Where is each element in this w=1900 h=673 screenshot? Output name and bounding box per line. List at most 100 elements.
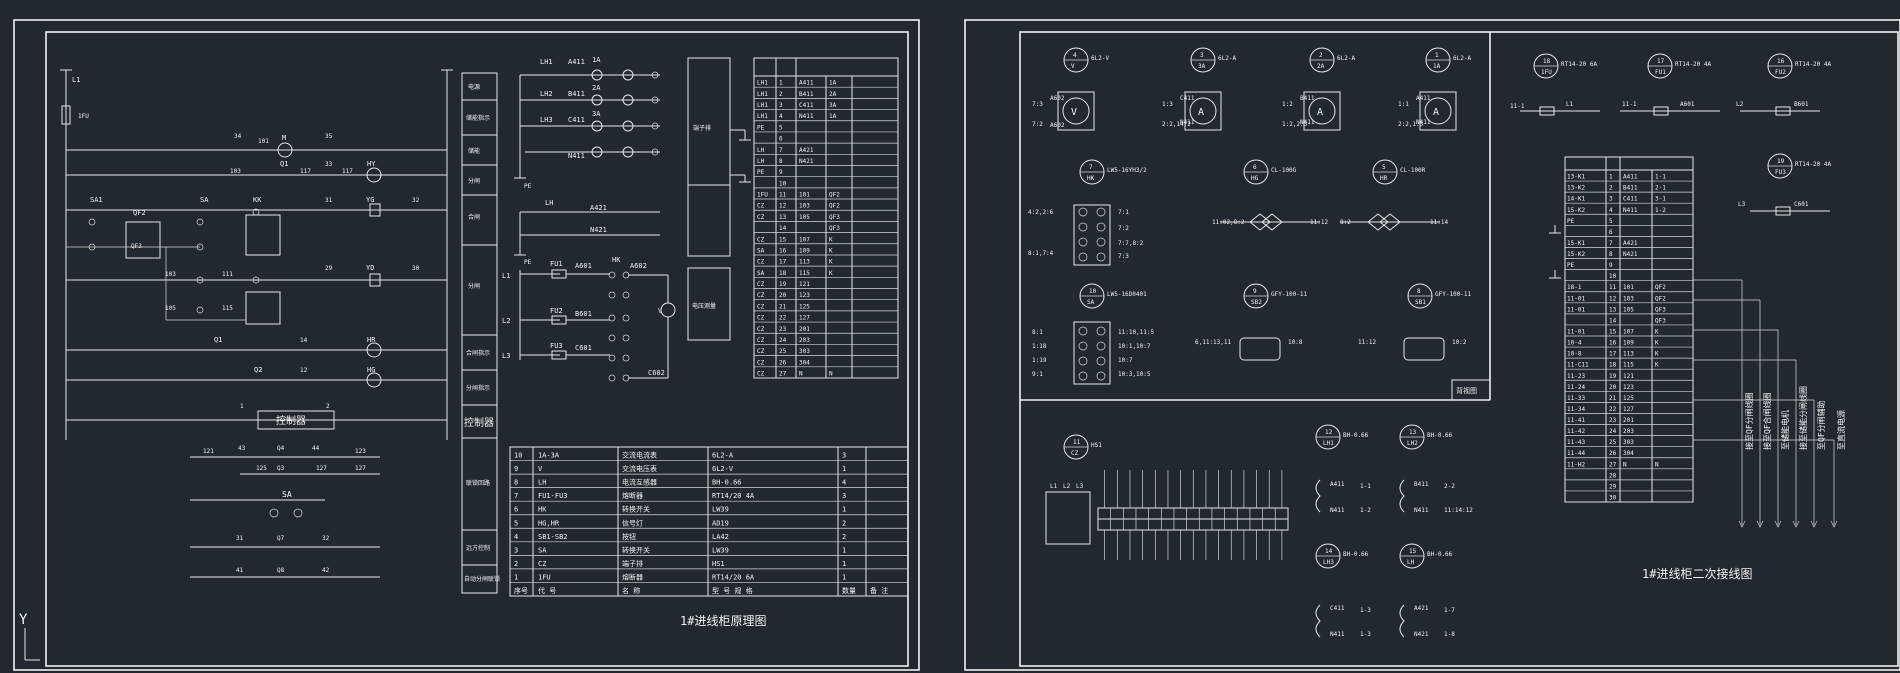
terminal-cell: 12 <box>1609 295 1617 302</box>
svg-text:7:2: 7:2 <box>1032 121 1043 128</box>
svg-text:6L2-V: 6L2-V <box>1091 55 1109 62</box>
svg-text:L3: L3 <box>502 352 510 360</box>
svg-text:117: 117 <box>300 168 311 175</box>
terminal-cell: K <box>1655 362 1659 369</box>
terminal-cell: 18-1 <box>1567 284 1582 291</box>
parts-header-cell: 代 号 <box>538 586 556 595</box>
terminal-cell: 101 <box>1623 284 1634 291</box>
svg-text:B601: B601 <box>1794 101 1809 108</box>
terminal-cell: QF3 <box>829 214 840 221</box>
svg-text:HR: HR <box>367 336 376 344</box>
parts-cell: 9 <box>514 465 518 473</box>
wire-destination-label: 接至储能分闸线圈 <box>1798 386 1808 450</box>
terminal-cell: 22 <box>779 315 787 322</box>
terminal-cell: 9 <box>779 169 783 176</box>
label-l1: L1 <box>72 76 80 84</box>
svg-text:35: 35 <box>325 133 333 140</box>
terminal-cell: 12 <box>779 203 787 210</box>
svg-text:8:1,7:4: 8:1,7:4 <box>1028 250 1054 257</box>
lamp-hg <box>366 372 382 388</box>
svg-text:Q2: Q2 <box>254 366 262 374</box>
terminal-cell: 201 <box>1623 417 1634 424</box>
svg-text:2: 2 <box>1319 52 1323 59</box>
terminal-cell: 23 <box>1609 417 1617 424</box>
svg-text:N411: N411 <box>1414 507 1429 514</box>
terminal-cell: 21 <box>1609 395 1617 402</box>
svg-text:Q8: Q8 <box>277 567 285 574</box>
svg-text:V: V <box>658 307 663 315</box>
terminal-cell: 105 <box>799 214 810 221</box>
ucs-icon: Y <box>19 612 40 661</box>
terminal-cell: 11-C11 <box>1567 362 1589 369</box>
terminal-cell: 11 <box>779 192 787 199</box>
svg-text:111: 111 <box>222 271 233 278</box>
terminal-cell: N411 <box>1623 207 1638 214</box>
terminal-cell: 20 <box>1609 384 1617 391</box>
parts-cell: RT14/20 6A <box>712 573 755 581</box>
terminal-cell: C411 <box>799 102 814 109</box>
svg-text:117: 117 <box>342 168 353 175</box>
svg-text:11:02,8:2: 11:02,8:2 <box>1212 219 1245 226</box>
parts-cell: RT14/20 4A <box>712 492 755 500</box>
right-sheet-title: 1#进线柜二次接线图 <box>1642 566 1752 581</box>
parts-cell: 10 <box>514 452 522 460</box>
svg-text:127: 127 <box>355 465 366 472</box>
svg-text:121: 121 <box>203 448 214 455</box>
svg-text:PE: PE <box>524 259 532 266</box>
terminal-cell: QF2 <box>829 192 840 199</box>
svg-text:A: A <box>1433 107 1439 118</box>
sidebar-label-10: 远方控制 <box>466 544 490 552</box>
svg-text:11:10,11:5: 11:10,11:5 <box>1118 329 1155 336</box>
svg-text:SA: SA <box>282 490 292 499</box>
svg-text:N411: N411 <box>1330 631 1345 638</box>
motor-m <box>277 142 293 158</box>
terminal-cell: 113 <box>1623 351 1634 358</box>
svg-text:6L2-A: 6L2-A <box>1453 55 1471 62</box>
terminal-cell: 127 <box>799 315 810 322</box>
terminal-cell: 1A <box>829 80 837 87</box>
svg-text:RT14-20 4A: RT14-20 4A <box>1675 61 1712 68</box>
terminal-cell: K <box>1655 351 1659 358</box>
terminal-cell: 11-01 <box>1567 306 1585 313</box>
svg-text:44: 44 <box>312 445 320 452</box>
terminal-cell: LH1 <box>757 91 768 98</box>
parts-cell: 5 <box>514 519 518 527</box>
terminal-cell: 304 <box>799 359 810 366</box>
terminal-cell: 115 <box>799 270 810 277</box>
svg-text:M: M <box>282 134 286 142</box>
wire-destination-label: 接至QF合闸线圈 <box>1762 392 1772 450</box>
svg-text:N411: N411 <box>1180 119 1195 126</box>
switch-contacts-left <box>88 208 260 314</box>
svg-text:N421: N421 <box>1414 631 1429 638</box>
svg-text:10: 10 <box>1089 288 1097 295</box>
svg-text:41: 41 <box>236 567 244 574</box>
parts-cell: 熔断器 <box>622 491 643 500</box>
svg-text:18: 18 <box>1543 58 1551 65</box>
svg-text:QF3: QF3 <box>131 243 142 250</box>
terminal-cell: 3-1 <box>1655 196 1666 203</box>
terminal-cell: 109 <box>1623 340 1634 347</box>
terminal-cell: 1 <box>1609 174 1613 181</box>
svg-text:12: 12 <box>1325 429 1333 436</box>
svg-text:1:3: 1:3 <box>1162 101 1173 108</box>
terminal-cell: 3A <box>829 102 837 109</box>
terminal-cell: QF3 <box>829 225 840 232</box>
svg-text:RT14-20 6A: RT14-20 6A <box>1561 61 1598 68</box>
sidebar-label-0: 电源 <box>468 83 480 91</box>
terminal-cell: 1-1 <box>1655 174 1666 181</box>
svg-text:2A: 2A <box>1317 63 1325 70</box>
svg-text:A601: A601 <box>575 262 592 270</box>
right-sheet-inner-border <box>1019 31 1899 667</box>
terminal-cell: K <box>829 247 833 254</box>
svg-text:A602: A602 <box>1050 122 1065 129</box>
